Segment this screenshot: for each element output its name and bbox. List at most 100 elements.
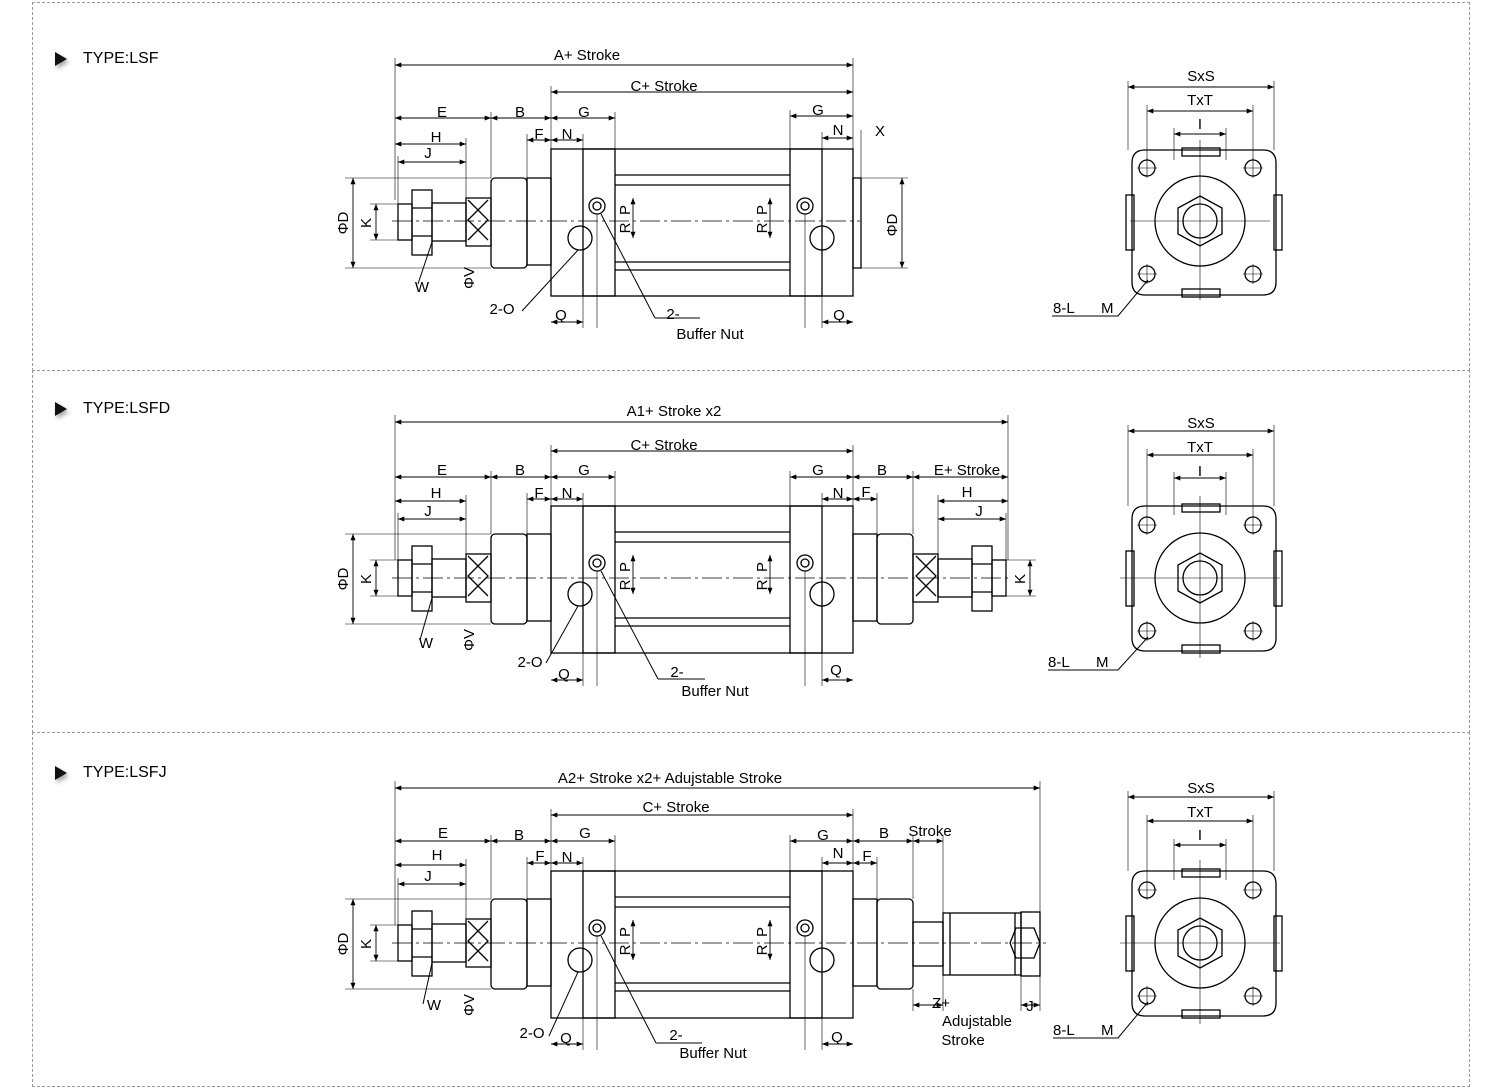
dim-q-right-label: Q: [833, 307, 845, 324]
dim-r-right-label: R: [754, 222, 771, 233]
dimension-lines-lsf: [345, 58, 908, 328]
dim-d-left-label: ΦD: [335, 932, 352, 955]
dim-total-label: A+ Stroke: [554, 47, 620, 64]
triangle-bullet-icon: [55, 766, 67, 780]
dim-b-right-label: B: [879, 825, 889, 842]
dim-q-right-label: Q: [830, 662, 842, 679]
buffer-nut-label-2: Buffer Nut: [676, 326, 744, 343]
dim-s-label: SxS: [1187, 68, 1215, 85]
end-view-dims-lsfd: [1048, 425, 1275, 671]
dimension-labels-lsfj: A2+ Stroke x2+ Adujstable Stroke C+ Stro…: [335, 770, 1034, 1062]
type-label-text: TYPE:LSFJ: [83, 764, 167, 781]
dim-x-label: X: [875, 123, 885, 140]
dim-j-label: J: [424, 868, 432, 885]
dimension-lines-lsfd: [345, 415, 1036, 686]
dim-j-label: J: [424, 503, 432, 520]
dimension-labels-lsfd: A1+ Stroke x2 C+ Stroke E B G G B E+ Str…: [335, 403, 1029, 700]
type-label-text: TYPE:LSF: [83, 50, 159, 67]
dim-j-right-label: J: [975, 503, 983, 520]
dim-l-label: 8-L: [1048, 654, 1070, 671]
dim-f-label: F: [534, 126, 543, 143]
dim-b-right-label: B: [877, 462, 887, 479]
dim-q-right-label: Q: [831, 1029, 843, 1046]
dim-p-left-label: P: [617, 205, 634, 215]
dim-q-left-label: Q: [555, 307, 567, 324]
buffer-nut-label-1: 2-: [666, 306, 679, 323]
dim-k-label: K: [358, 218, 375, 228]
dim-h-label: H: [432, 847, 443, 864]
type-label-lsfj: TYPE:LSFJ: [55, 764, 167, 782]
dim-r-right-label: R: [754, 944, 771, 955]
dim-i-label: I: [1198, 116, 1202, 133]
dim-r-left-label: R: [617, 222, 634, 233]
dim-i-label: I: [1198, 827, 1202, 844]
dim-h-label: H: [431, 485, 442, 502]
dim-d-right-label: ΦD: [884, 213, 901, 236]
dim-z-label-3: Stroke: [941, 1032, 984, 1049]
dim-b-label: B: [515, 462, 525, 479]
dim-k-right-label: K: [1012, 574, 1029, 584]
dim-v-label: ΦV: [461, 267, 478, 289]
dim-o-label: 2-O: [519, 1025, 544, 1042]
dim-t-label: TxT: [1187, 804, 1213, 821]
type-label-text: TYPE:LSFD: [83, 400, 171, 417]
dim-p-right-label: P: [754, 205, 771, 215]
dim-m-label: M: [1096, 654, 1109, 671]
dim-v-label: ΦV: [461, 994, 478, 1016]
dimension-labels-lsf: A+ Stroke C+ Stroke E B G G F N N X H J …: [335, 47, 901, 343]
dim-n-right-label: N: [833, 485, 844, 502]
dim-k-label: K: [358, 939, 375, 949]
buffer-nut-label-1: 2-: [670, 664, 683, 681]
buffer-nut-label-2: Buffer Nut: [681, 683, 749, 700]
dim-i-label: I: [1198, 463, 1202, 480]
dim-n-left-label: N: [562, 126, 573, 143]
dim-l-label: 8-L: [1053, 1022, 1075, 1039]
dim-p-right-label: P: [754, 562, 771, 572]
cylinder-drawing-lsfd: [392, 505, 1012, 680]
dim-w-label: W: [415, 279, 430, 296]
dim-r-right-label: R: [754, 579, 771, 590]
dim-s-label: SxS: [1187, 415, 1215, 432]
triangle-bullet-icon: [55, 52, 67, 66]
dim-d-left-label: ΦD: [335, 211, 352, 234]
end-view-lsfj: [1120, 860, 1283, 1024]
dim-j-label: J: [424, 145, 432, 162]
dim-r-left-label: R: [617, 579, 634, 590]
dim-f-label: F: [535, 848, 544, 865]
dim-stroke-label: Stroke: [908, 823, 951, 840]
dim-o-label: 2-O: [517, 654, 542, 671]
dim-v-label: ΦV: [461, 629, 478, 651]
dim-g-left-label: G: [578, 462, 590, 479]
dim-p-right-label: P: [754, 927, 771, 937]
dim-t-label: TxT: [1187, 92, 1213, 109]
type-label-lsf: TYPE:LSF: [55, 50, 159, 68]
dim-m-label: M: [1101, 1022, 1114, 1039]
dim-k-label: K: [358, 574, 375, 584]
end-view-lsf: [1125, 140, 1283, 300]
end-view-labels-lsfd: SxS TxT I 8-L M: [1048, 415, 1215, 671]
dim-body-label: C+ Stroke: [630, 78, 697, 95]
dim-e-label: E: [438, 825, 448, 842]
dim-q-left-label: Q: [560, 1030, 572, 1047]
dim-w-label: W: [419, 635, 434, 652]
end-view-dims-lsfj: [1053, 791, 1275, 1039]
end-view-lsfd: [1120, 496, 1283, 658]
dim-b-label: B: [515, 104, 525, 121]
dim-w-label: W: [427, 997, 442, 1014]
dim-s-label: SxS: [1187, 780, 1215, 797]
end-view-labels-lsf: SxS TxT I 8-L M: [1053, 68, 1215, 317]
dim-d-left-label: ΦD: [335, 567, 352, 590]
dim-l-label: 8-L: [1053, 300, 1075, 317]
dim-j-right-label: J: [1026, 998, 1034, 1015]
dim-z-label-1: Z+: [932, 995, 950, 1012]
end-view-dims-lsf: [1052, 81, 1275, 317]
dim-g-left-label: G: [579, 825, 591, 842]
dim-e-label: E: [437, 104, 447, 121]
dim-p-left-label: P: [617, 927, 634, 937]
dim-g-right-label: G: [817, 827, 829, 844]
cylinder-drawing-lsf: [392, 148, 862, 319]
buffer-nut-label-1: 2-: [669, 1027, 682, 1044]
triangle-bullet-icon: [55, 402, 67, 416]
dim-body-label: C+ Stroke: [642, 799, 709, 816]
